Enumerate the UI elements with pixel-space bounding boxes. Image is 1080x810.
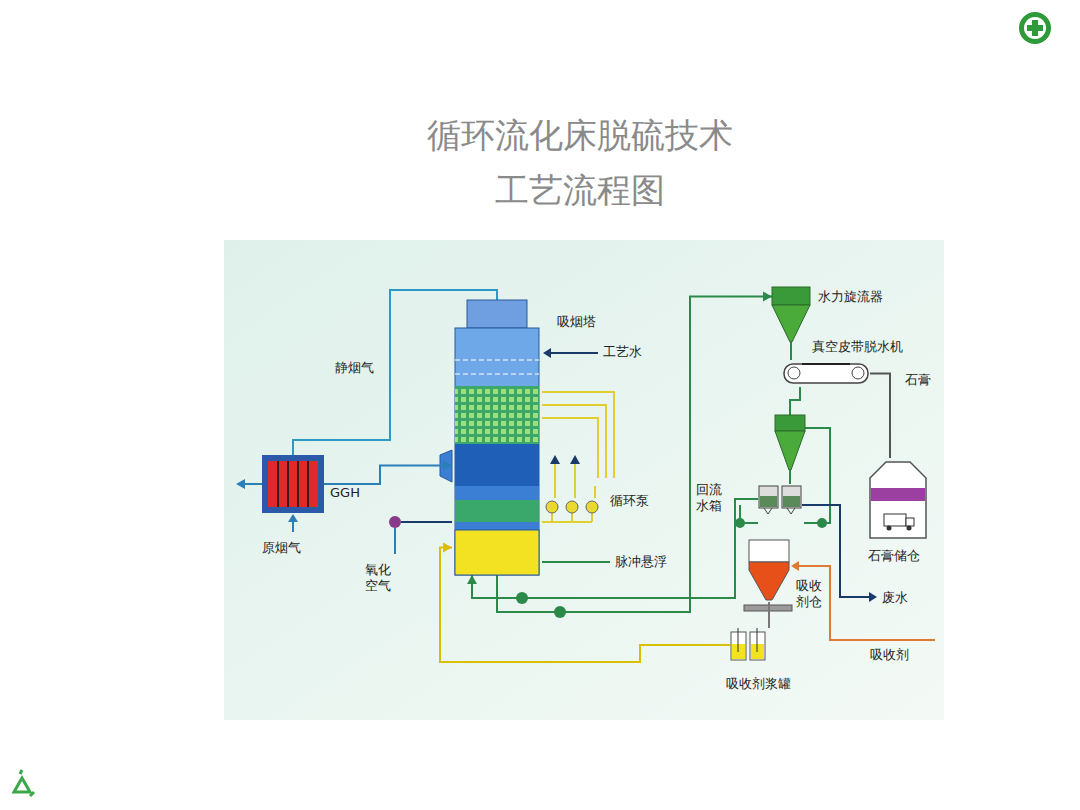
arrow-head — [443, 461, 452, 471]
flow-label: 工艺水 — [603, 344, 642, 360]
hydrocyclone: 水力旋流器 — [772, 287, 810, 342]
equipment-label: 吸烟塔 — [557, 314, 596, 330]
equipment-label: GGH — [330, 485, 360, 501]
recycle-icon — [14, 770, 34, 796]
vacuum-belt-filter: 真空皮带脱水机 — [782, 360, 870, 387]
flow-label: 脉冲悬浮 — [615, 554, 667, 570]
gypsum-silo: 石膏储仓 — [866, 458, 930, 540]
flow-connector — [791, 342, 792, 360]
logo-icon — [1019, 12, 1051, 44]
absorbent-slurry-tank: 吸收剂浆罐 — [730, 628, 766, 662]
arrow-head — [763, 292, 772, 302]
equipment-label: 回流水箱 — [696, 482, 723, 515]
flow-label: 废水 — [882, 590, 908, 606]
arrow-head — [443, 543, 452, 553]
absorbent-silo-shape — [748, 540, 790, 602]
flow-label: 原烟气 — [262, 540, 301, 556]
gypsum-silo-shape — [866, 458, 930, 540]
flow-line — [768, 602, 770, 628]
equipment-label: 循环泵 — [610, 493, 649, 509]
return-water-tank-shape — [758, 484, 802, 514]
flow-line — [790, 342, 792, 360]
flow-line — [324, 466, 452, 485]
absorber-tower-shape — [452, 300, 542, 575]
flow-line — [870, 374, 890, 459]
flow-connector — [769, 602, 770, 628]
absorbent-slurry-tank-shape — [730, 628, 766, 662]
equipment-label: 石膏储仓 — [868, 548, 920, 564]
hydrocyclone-shape — [772, 287, 810, 342]
equipment-label: 真空皮带脱水机 — [812, 339, 903, 355]
arrow-head — [467, 575, 477, 584]
equipment-label: 吸收剂仓 — [796, 578, 823, 611]
equipment-label: 吸收剂浆罐 — [726, 676, 791, 692]
diagram-panel — [224, 240, 944, 720]
flow-label: 静烟气 — [335, 360, 374, 376]
flow-connector — [324, 461, 452, 485]
flow-connector — [870, 374, 890, 459]
return-water-tank: 回流水箱 — [758, 484, 802, 514]
absorber-tower: 吸烟塔 — [452, 300, 542, 575]
ggh-heater: GGH — [262, 455, 324, 513]
ggh-heater-shape — [262, 455, 324, 513]
diagram-title: 循环流化床脱硫技术 工艺流程图 — [410, 108, 750, 218]
vacuum-belt-filter-shape — [782, 360, 870, 387]
flow-label: 吸收剂 — [870, 647, 909, 663]
equipment-label: 水力旋流器 — [818, 289, 883, 305]
flow-label: 氧化空气 — [365, 562, 392, 595]
absorbent-silo: 吸收剂仓 — [748, 540, 790, 602]
product-label: 石膏 — [905, 372, 931, 388]
